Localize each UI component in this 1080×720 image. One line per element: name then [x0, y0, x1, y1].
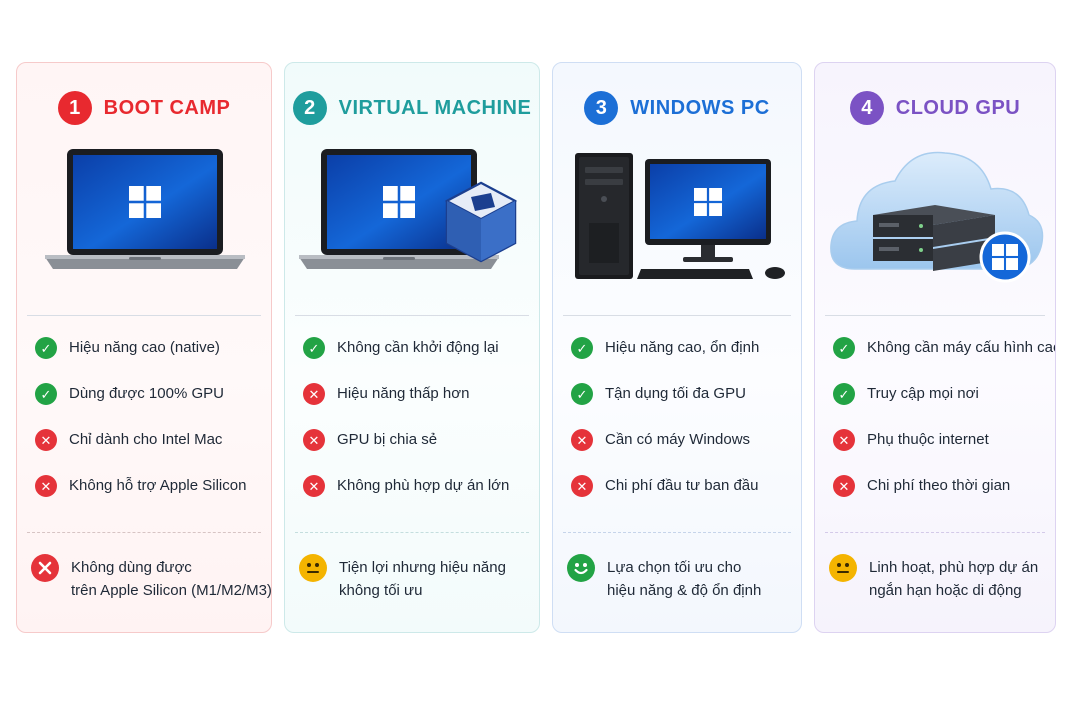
cross-icon: ✕ [303, 475, 325, 497]
check-icon: ✓ [35, 383, 57, 405]
card-header: 2 VIRTUAL MACHINE [285, 91, 539, 125]
cross-icon [31, 554, 59, 582]
feature-item: ✕Chi phí theo thời gian [833, 475, 1049, 521]
feature-item: ✕Cần có máy Windows [571, 429, 795, 475]
check-icon: ✓ [571, 337, 593, 359]
feature-item: ✕Chỉ dành cho Intel Mac [35, 429, 265, 475]
card-cloud-gpu: 4 CLOUD GPU [814, 62, 1056, 633]
feature-item: ✕Phụ thuộc internet [833, 429, 1049, 475]
section-divider [825, 315, 1045, 316]
laptop-windows-icon [17, 145, 271, 295]
card-header: 3 WINDOWS PC [553, 91, 801, 125]
check-icon: ✓ [833, 337, 855, 359]
card-title: BOOT CAMP [103, 96, 231, 119]
feature-list: ✓Hiệu năng cao, ổn định ✓Tận dụng tối đa… [571, 337, 795, 521]
comparison-cards: 1 BOOT CAMP ✓Hiệu năng cao (native) ✓Dùn… [16, 62, 1056, 634]
card-number-badge: 1 [57, 91, 92, 125]
feature-item: ✕Không phù hợp dự án lớn [303, 475, 533, 521]
feature-item: ✓Hiệu năng cao, ổn định [571, 337, 795, 383]
section-divider [295, 315, 529, 316]
cross-icon: ✕ [833, 429, 855, 451]
cross-icon: ✕ [571, 429, 593, 451]
verdict-divider [825, 532, 1045, 533]
verdict-text: Tiện lợi nhưng hiệu năng không tối ưu [339, 559, 506, 599]
check-icon: ✓ [833, 383, 855, 405]
verdict: Tiện lợi nhưng hiệu năng không tối ưu [299, 554, 533, 602]
card-title: WINDOWS PC [630, 96, 770, 119]
cloud-server-icon [815, 145, 1055, 295]
feature-item: ✕Chi phí đầu tư ban đầu [571, 475, 795, 521]
feature-item: ✓Truy cập mọi nơi [833, 383, 1049, 429]
desktop-pc-icon [553, 145, 801, 295]
section-divider [27, 315, 261, 316]
card-virtual-machine: 2 VIRTUAL MACHINE [284, 62, 540, 633]
laptop-virtualbox-icon [285, 145, 539, 295]
feature-item: ✓Hiệu năng cao (native) [35, 337, 265, 383]
verdict-text: Lựa chọn tối ưu cho hiệu năng & độ ổn đị… [607, 559, 762, 599]
check-icon: ✓ [571, 383, 593, 405]
cross-icon: ✕ [35, 475, 57, 497]
check-icon: ✓ [303, 337, 325, 359]
cross-icon: ✕ [35, 429, 57, 451]
feature-item: ✕Không hỗ trợ Apple Silicon [35, 475, 265, 521]
verdict: Không dùng được trên Apple Silicon (M1/M… [31, 554, 271, 602]
verdict-divider [27, 532, 261, 533]
cross-icon: ✕ [571, 475, 593, 497]
feature-item: ✓Không cần máy cấu hình cao [833, 337, 1055, 383]
feature-list: ✓Hiệu năng cao (native) ✓Dùng được 100% … [35, 337, 265, 521]
card-boot-camp: 1 BOOT CAMP ✓Hiệu năng cao (native) ✓Dùn… [16, 62, 272, 633]
card-title: VIRTUAL MACHINE [338, 96, 532, 119]
feature-item: ✓Tận dụng tối đa GPU [571, 383, 795, 429]
verdict-text: Không dùng được trên Apple Silicon (M1/M… [71, 559, 272, 599]
cross-icon: ✕ [303, 383, 325, 405]
card-header: 4 CLOUD GPU [815, 91, 1055, 125]
verdict-text: Linh hoạt, phù hợp dự án ngắn hạn hoặc d… [869, 559, 1039, 599]
feature-item: ✕Hiệu năng thấp hơn [303, 383, 533, 429]
feature-item: ✕GPU bị chia sẻ [303, 429, 533, 475]
verdict: Linh hoạt, phù hợp dự án ngắn hạn hoặc d… [829, 554, 1049, 602]
verdict-divider [295, 532, 529, 533]
smile-face-icon [567, 554, 595, 582]
feature-list: ✓Không cần khởi động lại ✕Hiệu năng thấp… [303, 337, 533, 521]
neutral-face-icon [829, 554, 857, 582]
feature-list: ✓Không cần máy cấu hình cao ✓Truy cập mọ… [833, 337, 1055, 521]
card-windows-pc: 3 WINDOWS PC [552, 62, 802, 633]
cross-icon: ✕ [833, 475, 855, 497]
card-number-badge: 4 [849, 91, 884, 125]
feature-item: ✓Dùng được 100% GPU [35, 383, 265, 429]
card-number-badge: 2 [292, 91, 327, 125]
neutral-face-icon [299, 554, 327, 582]
check-icon: ✓ [35, 337, 57, 359]
verdict-divider [563, 532, 791, 533]
card-header: 1 BOOT CAMP [17, 91, 271, 125]
card-title: CLOUD GPU [895, 96, 1021, 119]
feature-item: ✓Không cần khởi động lại [303, 337, 533, 383]
cross-icon: ✕ [303, 429, 325, 451]
section-divider [563, 315, 791, 316]
verdict: Lựa chọn tối ưu cho hiệu năng & độ ổn đị… [567, 554, 795, 602]
card-number-badge: 3 [584, 91, 619, 125]
